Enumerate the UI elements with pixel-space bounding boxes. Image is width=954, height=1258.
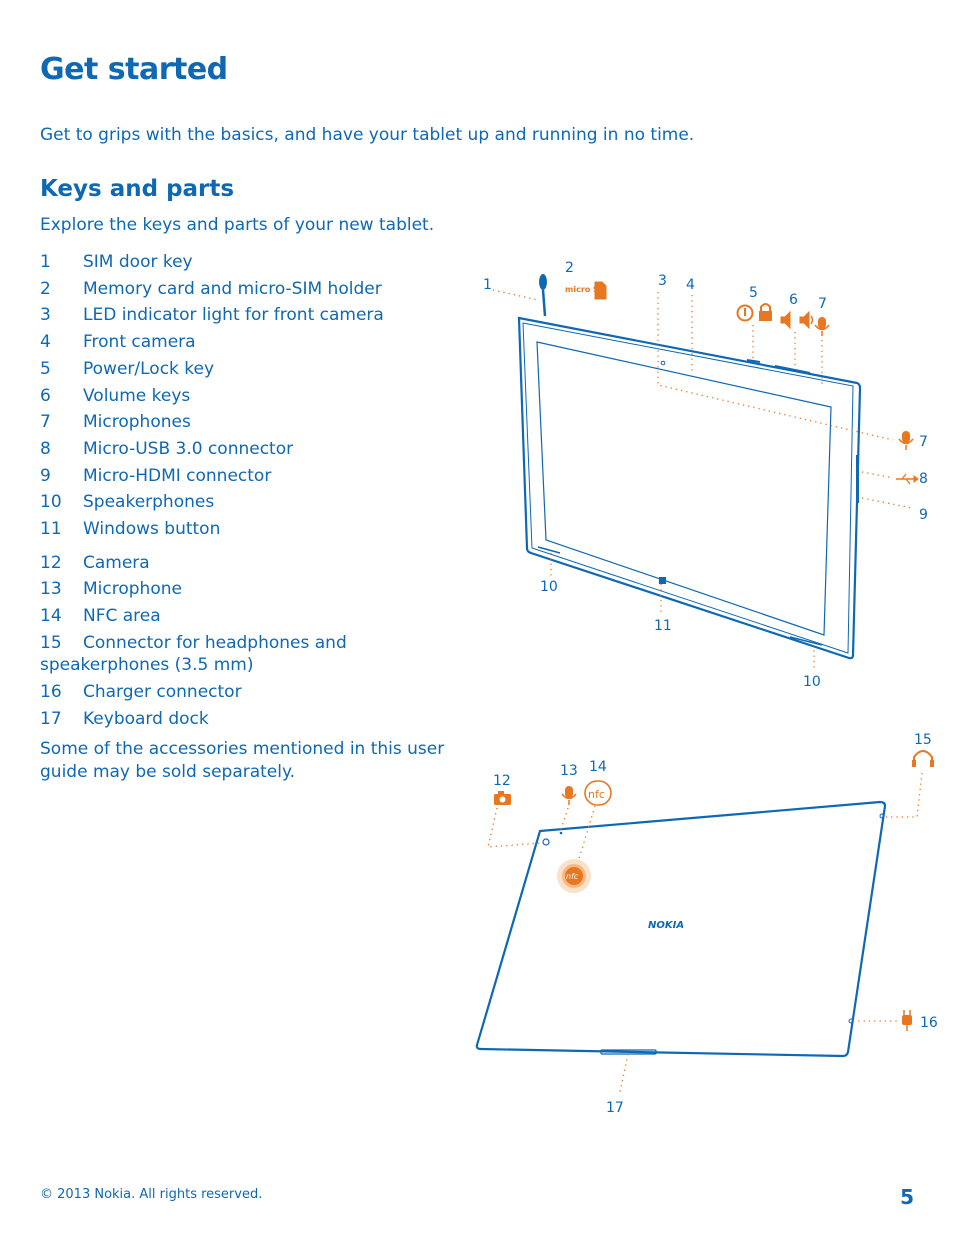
sim-key-icon — [539, 274, 547, 317]
lock-icon — [759, 303, 772, 321]
windows-button-icon — [659, 577, 666, 584]
callout-label: 11 — [654, 618, 672, 634]
callout-label: 3 — [658, 273, 667, 289]
callout-label: 12 — [493, 773, 511, 789]
callout-label: 1 — [483, 277, 492, 293]
tablet-back: NOKIA nfc — [475, 732, 938, 1116]
callout-label: 7 — [919, 434, 928, 450]
callout-label: 10 — [803, 674, 821, 690]
callout-label: 5 — [749, 285, 758, 301]
callout-label: 2 — [565, 260, 574, 276]
power-icon — [736, 304, 754, 322]
page-title: Get started — [40, 52, 228, 87]
section-title: Keys and parts — [40, 176, 235, 202]
usb-icon — [896, 473, 919, 485]
rear-camera — [542, 838, 550, 846]
callout-label: 17 — [606, 1100, 624, 1116]
tablet-front: micro SD — [483, 260, 928, 690]
camera-icon — [494, 791, 511, 805]
memory-card-icon: micro SD — [565, 281, 607, 300]
volume-icon — [780, 310, 814, 330]
accessories-note: Some of the accessories mentioned in thi… — [40, 739, 445, 782]
speaker-grille-right — [789, 636, 823, 646]
section-lead: Explore the keys and parts of your new t… — [40, 215, 435, 235]
callout-label: 6 — [789, 292, 798, 308]
svg-text:micro SD: micro SD — [565, 285, 606, 294]
svg-text:nfc: nfc — [588, 788, 605, 801]
nfc-area-icon: nfc — [557, 859, 591, 893]
side-ports — [856, 455, 859, 503]
callout-label: 16 — [920, 1015, 938, 1031]
callout-label: 9 — [919, 507, 928, 523]
headphones-icon — [912, 750, 934, 767]
callout-label: 15 — [914, 732, 932, 748]
power-key — [746, 359, 761, 363]
microphone-icon — [898, 431, 914, 450]
keyboard-dock-connector — [600, 1049, 657, 1055]
callout-label: 14 — [589, 759, 607, 775]
front-camera — [660, 360, 666, 366]
svg-text:nfc: nfc — [566, 872, 579, 881]
callout-label: 7 — [818, 296, 827, 312]
callout-label: 8 — [919, 471, 928, 487]
callout-label: 10 — [540, 579, 558, 595]
mic-hole — [559, 831, 563, 835]
microphone-icon — [561, 786, 577, 805]
brand-logo: NOKIA — [648, 920, 684, 931]
page-number: 5 — [900, 1185, 914, 1209]
copyright-footer: © 2013 Nokia. All rights reserved. — [40, 1187, 263, 1202]
intro-text: Get to grips with the basics, and have y… — [40, 125, 695, 145]
headphone-jack — [879, 813, 885, 819]
callout-label: 4 — [686, 277, 695, 293]
microphone-icon — [814, 317, 830, 336]
speaker-grille-left — [537, 546, 561, 554]
charger-icon — [902, 1010, 912, 1031]
callout-label: 13 — [560, 763, 578, 779]
nfc-icon: nfc — [584, 780, 612, 806]
volume-key-strip — [774, 365, 811, 374]
